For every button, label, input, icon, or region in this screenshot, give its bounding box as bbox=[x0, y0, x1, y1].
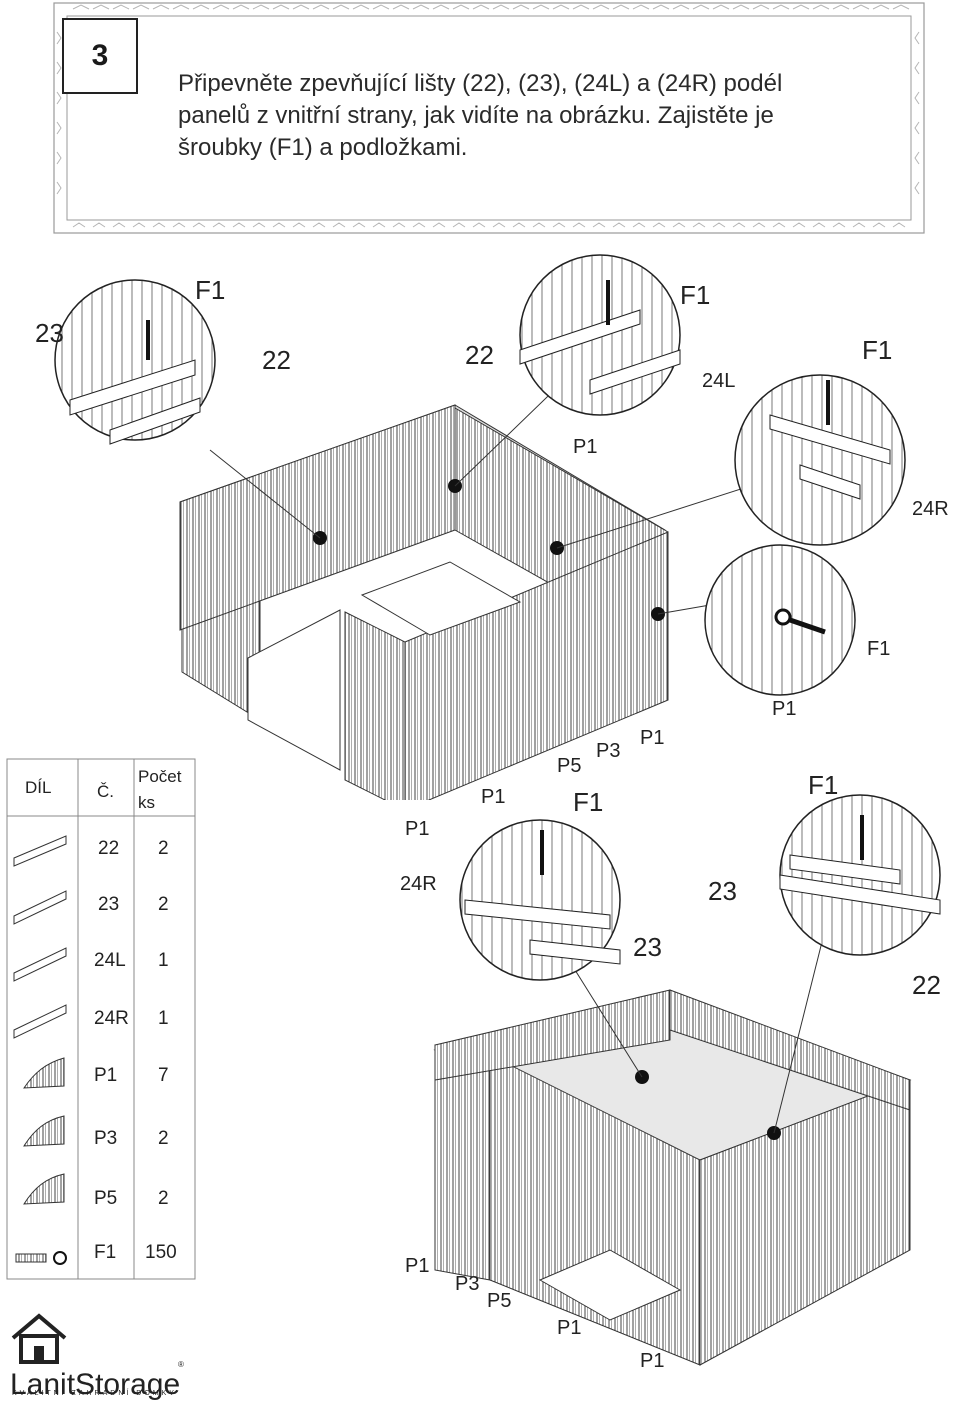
table-row-count: 2 bbox=[158, 838, 169, 859]
label-part-24r: 24R bbox=[912, 498, 949, 520]
table-row-count: 1 bbox=[158, 950, 169, 971]
label-panel-p1: P1 bbox=[573, 436, 598, 458]
instruction-line: šroubky (F1) a podložkami. bbox=[178, 134, 468, 161]
instruction-line: panelů z vnitřní strany, jak vidíte na o… bbox=[178, 102, 774, 129]
label-part-22: 22 bbox=[912, 970, 941, 1000]
registered-mark: ® bbox=[178, 1360, 184, 1369]
label-panel-p5: P5 bbox=[557, 755, 582, 777]
table-row-count: 150 bbox=[145, 1242, 177, 1263]
table-row-number: 24L bbox=[94, 950, 126, 971]
instruction-line: Připevněte zpevňující lišty (22), (23), … bbox=[178, 70, 783, 97]
label-screw-f1: F1 bbox=[862, 335, 893, 365]
label-part-23: 23 bbox=[35, 318, 64, 348]
label-part-24l: 24L bbox=[702, 370, 736, 392]
table-row-number: P3 bbox=[94, 1128, 118, 1149]
label-screw-f1: F1 bbox=[867, 638, 891, 660]
table-header-number: Č. bbox=[97, 782, 114, 801]
label-panel-p1: P1 bbox=[481, 786, 506, 808]
table-row-count: 7 bbox=[158, 1065, 169, 1086]
label-screw-f1: F1 bbox=[680, 280, 711, 310]
top-shed-diagram bbox=[54, 254, 906, 800]
table-row-number: P5 bbox=[94, 1188, 118, 1209]
label-panel-p1: P1 bbox=[640, 1350, 665, 1372]
label-panel-p1: P1 bbox=[405, 1255, 430, 1277]
table-row-count: 2 bbox=[158, 1128, 169, 1149]
label-panel-p3: P3 bbox=[596, 740, 621, 762]
table-header-part: DÍL bbox=[25, 778, 52, 797]
table-row-number: 24R bbox=[94, 1008, 129, 1029]
label-panel-p1: P1 bbox=[640, 727, 665, 749]
bottom-shed-diagram bbox=[433, 794, 941, 1366]
parts-table bbox=[6, 758, 196, 1280]
label-panel-p3: P3 bbox=[455, 1273, 480, 1295]
label-panel-p1: P1 bbox=[557, 1317, 582, 1339]
table-header-count-unit: ks bbox=[138, 793, 155, 812]
label-panel-p1: P1 bbox=[772, 698, 797, 720]
logo-text: LanitStorage bbox=[10, 1368, 181, 1401]
table-row-number: F1 bbox=[94, 1242, 117, 1263]
instruction-text: Připevněte zpevňující lišty (22), (23), … bbox=[178, 68, 898, 164]
header-frame bbox=[53, 2, 925, 234]
label-screw-f1: F1 bbox=[195, 275, 226, 305]
logo-tagline: KVALITNÍ ZAHRADNÍ DOMKY bbox=[12, 1390, 177, 1397]
table-header-count: Počet bbox=[138, 767, 182, 786]
table-row-number: P1 bbox=[94, 1065, 118, 1086]
label-panel-p5: P5 bbox=[487, 1290, 512, 1312]
label-part-23: 23 bbox=[633, 932, 662, 962]
table-row-count: 1 bbox=[158, 1008, 169, 1029]
label-panel-p1: P1 bbox=[405, 818, 430, 840]
table-row-number: 22 bbox=[98, 838, 120, 859]
label-part-22: 22 bbox=[465, 340, 494, 370]
table-row-number: 23 bbox=[98, 894, 120, 915]
label-part-22: 22 bbox=[262, 345, 291, 375]
label-part-23: 23 bbox=[708, 876, 737, 906]
table-row-count: 2 bbox=[158, 1188, 169, 1209]
label-screw-f1: F1 bbox=[573, 787, 604, 817]
step-number: 3 bbox=[62, 18, 138, 94]
table-row-count: 2 bbox=[158, 894, 169, 915]
label-part-24r: 24R bbox=[400, 873, 437, 895]
label-screw-f1: F1 bbox=[808, 770, 839, 800]
house-logo-icon bbox=[11, 1313, 67, 1364]
